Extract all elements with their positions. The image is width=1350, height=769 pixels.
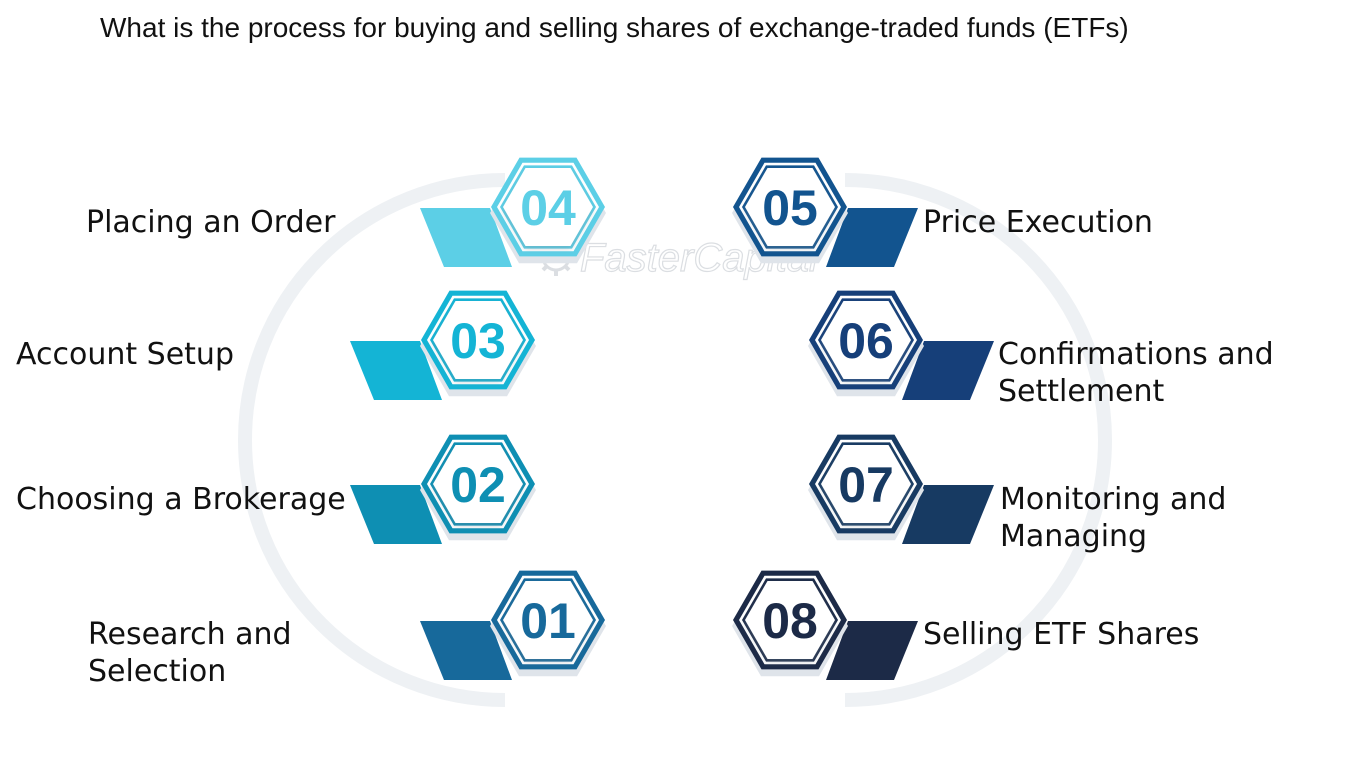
step-08: 08 [732,570,918,680]
step-03: 03 [350,290,536,400]
step-hex-face [433,301,523,379]
step-ribbon [826,208,918,267]
step-ribbon [826,621,918,680]
step-label-08: Selling ETF Shares [923,617,1200,652]
step-number: 04 [520,180,576,236]
step-hex-face [745,581,835,659]
step-label-07: Monitoring and Managing [1000,482,1227,554]
diagram-title: What is the process for buying and selli… [100,12,1129,43]
step-number: 05 [762,180,818,236]
step-hex-face [433,445,523,523]
step-label-05: Price Execution [923,205,1153,240]
step-01: 01 [420,570,606,680]
step-number: 08 [762,593,818,649]
step-label-02: Choosing a Brokerage [16,482,346,517]
step-06: 06 [808,290,994,400]
step-label-04: Placing an Order [86,205,336,240]
step-hex-face [503,168,593,246]
step-ribbon [350,341,442,400]
step-02: 02 [350,434,536,544]
background-arc [844,173,1112,707]
step-ribbon [420,621,512,680]
step-ribbon [902,485,994,544]
step-ribbon [420,208,512,267]
step-label-03: Account Setup [16,337,234,372]
background-arc [238,173,506,707]
step-ribbon [350,485,442,544]
step-number: 07 [838,457,894,513]
steps-layer: 01 02 03 04 05 06 07 08 [350,157,994,680]
step-label-01: Research and Selection [88,617,292,689]
step-number: 02 [450,457,506,513]
step-ribbon [902,341,994,400]
step-label-06: Confirmations and Settlement [998,337,1274,409]
step-07: 07 [808,434,994,544]
step-04: 04 [420,157,606,267]
step-hex-face [503,581,593,659]
step-hex-face [821,445,911,523]
step-number: 03 [450,313,506,369]
step-05: 05 [732,157,918,267]
step-number: 01 [520,593,576,649]
step-hex-face [821,301,911,379]
step-number: 06 [838,313,894,369]
step-hex-face [745,168,835,246]
